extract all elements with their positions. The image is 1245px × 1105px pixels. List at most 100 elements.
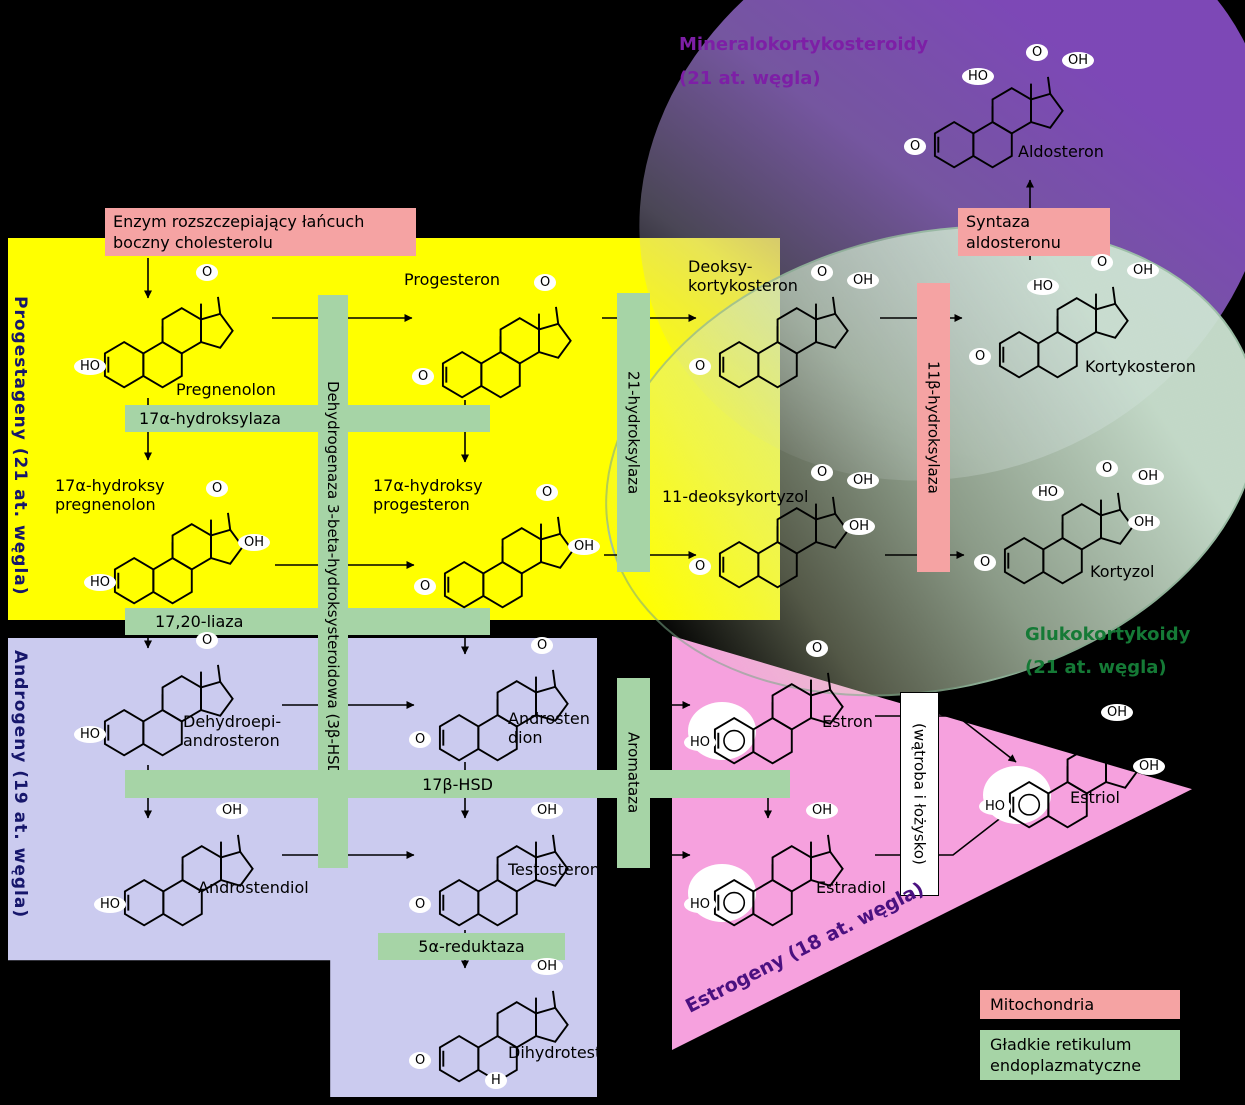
compound-label-dhea: Dehydroepi- androsteron — [183, 712, 281, 750]
atom-label: HO — [962, 68, 995, 85]
compound-label-ohprogesteron: 17α-hydroksy progesteron — [373, 476, 483, 514]
label-line: androsteron — [183, 731, 280, 750]
atom-label: OH — [847, 272, 880, 289]
structure-kortykosteron: O HO O OH — [969, 254, 1160, 392]
atom-label: HO — [979, 798, 1012, 815]
atom-label: O — [531, 637, 554, 654]
enzyme-bar-17a-hydroksylaza: 17α-hydroksylaza — [125, 405, 490, 432]
label-line: kortykosteron — [688, 276, 798, 295]
label-line: pregnenolon — [55, 495, 156, 514]
compound-label-ohpregnenolon: 17α-hydroksy pregnenolon — [55, 476, 165, 514]
structure-pregnenolon: HO O — [74, 264, 260, 402]
structure-dihydrotestosteron: O OH H — [409, 958, 595, 1096]
atom-label: OH — [216, 802, 249, 819]
steroid-skeleton — [441, 305, 572, 399]
structure-dhea: HO O — [74, 632, 260, 770]
compound-label-androstendion: Androsten dion — [508, 709, 590, 747]
enzyme-syntaza-line2: aldosteronu — [966, 233, 1061, 252]
enzyme-21-label: 21-hydroksylaza — [624, 370, 643, 495]
enzyme-bar-17b-hsd: 17β-HSD — [125, 770, 790, 798]
atom-label: H — [485, 1072, 507, 1089]
compound-label-estradiol: Estradiol — [816, 878, 886, 897]
compound-label-androstendiol: Androstendiol — [198, 878, 309, 897]
region-label-progestageny: Progestageny (21 at. węgla) — [10, 296, 30, 596]
atom-label: OH — [1128, 514, 1161, 531]
atom-label: HO — [684, 734, 717, 751]
structure-kortyzol: O HO O OH OH — [974, 460, 1165, 598]
atom-label: O — [409, 731, 432, 748]
label-line: Dehydroepi- — [183, 712, 282, 731]
atom-label: O — [1096, 460, 1119, 477]
atom-label: O — [904, 138, 927, 155]
atom-label: O — [811, 464, 834, 481]
region-label-gluko-line1: Glukokortykoidy — [1025, 624, 1191, 645]
atom-label: O — [1026, 44, 1049, 61]
steroid-skeleton — [713, 833, 844, 927]
compound-label-estriol: Estriol — [1070, 788, 1120, 807]
atom-label: O — [409, 1052, 432, 1069]
region-label-androgeny: Androgeny (19 at. węgla) — [10, 650, 30, 919]
enzyme-17a-label: 17α-hydroksylaza — [139, 409, 281, 428]
atom-label: OH — [238, 534, 271, 551]
steroid-skeleton — [933, 75, 1064, 169]
atom-label: HO — [84, 574, 117, 591]
atom-label: HO — [74, 358, 107, 375]
watroba-label: (wątroba i łożysko) — [910, 723, 929, 865]
structure-testosteron: O OH — [409, 802, 595, 940]
atom-label: O — [196, 264, 219, 281]
enzyme-bar-5a-reduktaza: 5α-reduktaza — [378, 933, 565, 960]
atom-label: O — [969, 348, 992, 365]
structure-androstendiol: HO OH — [94, 802, 280, 940]
label-line: progesteron — [373, 495, 470, 514]
atom-label: OH — [1133, 758, 1166, 775]
steroid-skeleton — [713, 671, 844, 765]
structure-ohpregnenolon: HO O OH — [84, 480, 271, 618]
atom-label: OH — [1062, 52, 1095, 69]
compound-label-kortyzol: Kortyzol — [1090, 562, 1155, 581]
region-label-gluko-line2: (21 at. węgla) — [1025, 657, 1167, 678]
structure-estriol: HO OH OH — [979, 704, 1166, 842]
atom-label: O — [689, 358, 712, 375]
label-line: 17α-hydroksy — [373, 476, 483, 495]
compound-label-pregnenolon: Pregnenolon — [176, 380, 276, 399]
atom-label: O — [412, 368, 435, 385]
atom-label: O — [974, 554, 997, 571]
atom-label: OH — [531, 802, 564, 819]
structure-deoksykortyzol: O O OH OH — [689, 464, 880, 602]
enzyme-syntaza-line1: Syntaza — [966, 212, 1031, 231]
region-label-mineralo-line2: (21 at. węgla) — [679, 68, 821, 89]
enzyme-5a-label: 5α-reduktaza — [418, 937, 525, 956]
enzyme-scc-line1: Enzym rozszczepiający łańcuch — [113, 212, 365, 231]
structure-estron: HO O — [684, 640, 870, 778]
enzyme-11b-label: 11β-hydroksylaza — [924, 361, 943, 494]
label-line: 17α-hydroksy — [55, 476, 165, 495]
label-line: Androsten — [508, 709, 590, 728]
enzyme-bar-11b-hydroksylaza: 11β-hydroksylaza — [917, 283, 950, 572]
atom-label: OH — [531, 958, 564, 975]
atom-label: OH — [1127, 262, 1160, 279]
legend-mitochondria: Mitochondria — [980, 990, 1180, 1019]
compound-label-deoksykortyzol: 11-deoksykortyzol — [662, 487, 809, 506]
legend-ser: Gładkie retikulum endoplazmatyczne — [980, 1030, 1180, 1080]
atom-label: O — [1091, 254, 1114, 271]
atom-label: O — [534, 274, 557, 291]
atom-label: O — [689, 558, 712, 575]
steroid-skeleton — [123, 833, 254, 927]
atom-label: O — [414, 578, 437, 595]
enzyme-liaza-label: 17,20-liaza — [155, 612, 244, 631]
atom-label: HO — [1032, 484, 1065, 501]
compound-label-dihydrotestosteron: Dihydrotestosteron — [508, 1043, 662, 1062]
enzyme-box-scc: Enzym rozszczepiający łańcuch boczny cho… — [105, 208, 416, 256]
structure-aldosteron: O HO O OH — [904, 44, 1095, 182]
steroid-skeleton — [103, 663, 234, 757]
atom-label: HO — [74, 726, 107, 743]
enzyme-box-syntaza-aldosteronu: Syntaza aldosteronu — [958, 208, 1110, 256]
enzyme-bar-17-20-liaza: 17,20-liaza — [125, 608, 490, 635]
label-line: dion — [508, 728, 543, 747]
enzyme-scc-line2: boczny cholesterolu — [113, 233, 273, 252]
atom-label: O — [811, 264, 834, 281]
atom-label: OH — [806, 802, 839, 819]
compound-label-estron: Estron — [822, 712, 873, 731]
atom-label: OH — [847, 472, 880, 489]
